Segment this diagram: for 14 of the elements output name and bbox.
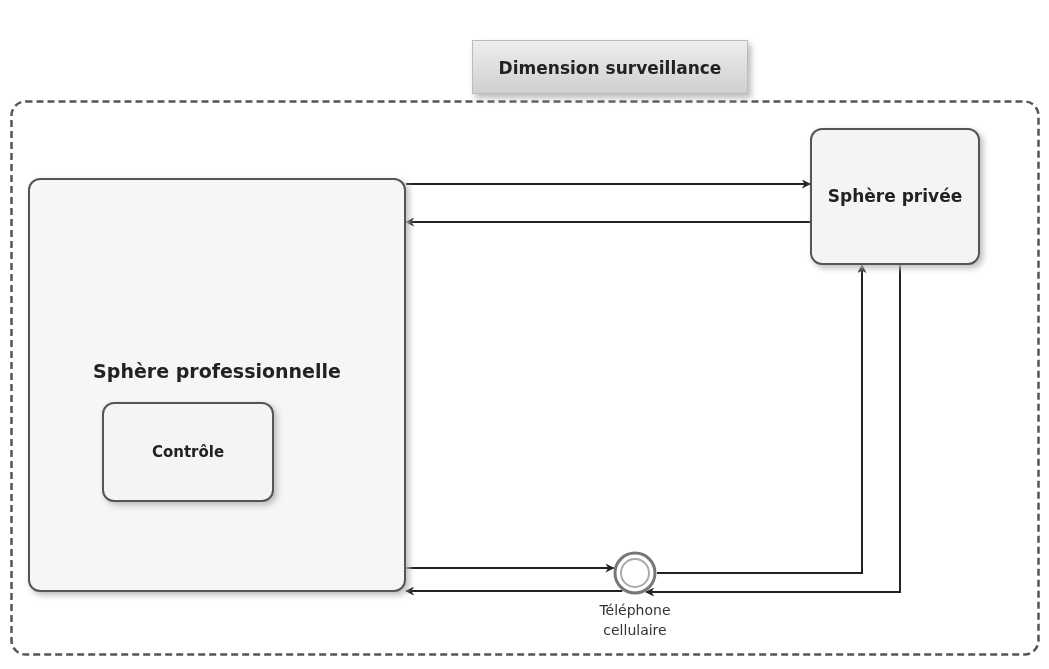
node-caption: Téléphone cellulaire	[598, 601, 672, 640]
arrow	[645, 264, 901, 597]
arrow	[405, 586, 624, 596]
process-box	[102, 402, 274, 502]
arrow	[656, 264, 867, 574]
box-label: Sphère privée	[826, 184, 964, 208]
arrow	[405, 179, 811, 189]
arrow	[405, 217, 811, 227]
process-box	[810, 128, 980, 265]
box-label: Contrôle	[150, 442, 226, 463]
arrow	[405, 563, 615, 573]
process-box	[28, 178, 406, 592]
group-title: Dimension surveillance	[472, 40, 748, 94]
box-label: Sphère professionnelle	[92, 360, 342, 382]
